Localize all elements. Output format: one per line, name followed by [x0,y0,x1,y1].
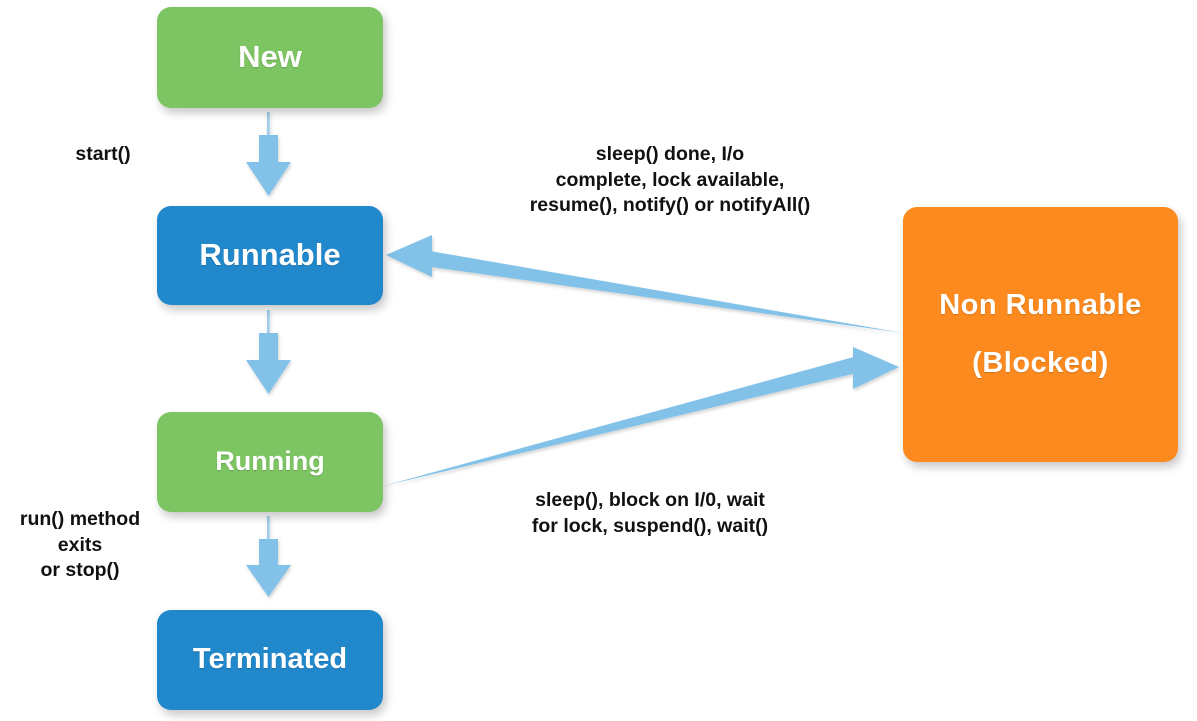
arrow-running-to-terminated [246,516,291,597]
node-terminated-label: Terminated [192,643,348,676]
arrow-new-to-runnable [246,112,291,196]
node-new-label: New [238,39,302,75]
arrow-running-to-nonrunnable [383,347,899,486]
arrow-runnable-to-running [246,310,291,394]
node-non-runnable[interactable]: Non Runnable (Blocked) [903,207,1178,462]
node-running-label: Running [215,446,325,477]
node-non-runnable-label-line2: (Blocked) [972,346,1109,379]
arrow-nonrunnable-to-runnable [386,235,903,333]
node-terminated[interactable]: Terminated [157,610,383,710]
edge-label-unblock-conditions: sleep() done, I/o complete, lock availab… [529,143,811,217]
edge-label-block-conditions: sleep(), block on I/0, wait for lock, su… [531,489,769,537]
edge-label-terminate-conditions: run() method exits or stop() [19,508,141,582]
node-runnable-label: Runnable [199,237,341,273]
node-runnable[interactable]: Runnable [157,206,383,305]
node-non-runnable-label-line1: Non Runnable [939,288,1142,321]
edge-label-start: start() [75,143,131,165]
node-running[interactable]: Running [157,412,383,512]
node-new[interactable]: New [157,7,383,108]
